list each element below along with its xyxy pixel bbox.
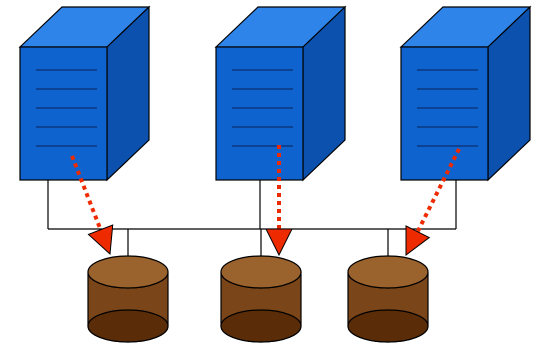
server-front-1 — [19, 46, 108, 181]
disk-2 — [220, 255, 302, 343]
arrow-head-2 — [265, 228, 293, 257]
disk-bottom-1 — [87, 309, 169, 343]
server-to-disk-arrow-1 — [70, 155, 114, 256]
arrow-shaft-1 — [70, 155, 103, 231]
shared-bus — [47, 180, 457, 258]
disk-bottom-2 — [220, 309, 302, 343]
arrow-head-1 — [87, 224, 114, 256]
server-to-disk-arrow-2 — [265, 145, 293, 257]
disk-1 — [87, 255, 169, 343]
server-1 — [18, 5, 151, 182]
disk-top-1 — [87, 255, 169, 289]
server-to-disk-arrow-3 — [405, 148, 461, 257]
disk-top-3 — [347, 255, 429, 289]
disk-3 — [347, 255, 429, 343]
server-front-3 — [400, 46, 489, 181]
server-3 — [399, 5, 532, 182]
disk-top-2 — [220, 255, 302, 289]
disk-bottom-3 — [347, 309, 429, 343]
disk-group — [87, 255, 429, 343]
server-2 — [214, 5, 347, 182]
arrow-group — [70, 145, 461, 257]
arrow-head-3 — [405, 225, 431, 257]
server-front-2 — [215, 46, 304, 181]
server-group — [18, 5, 532, 182]
